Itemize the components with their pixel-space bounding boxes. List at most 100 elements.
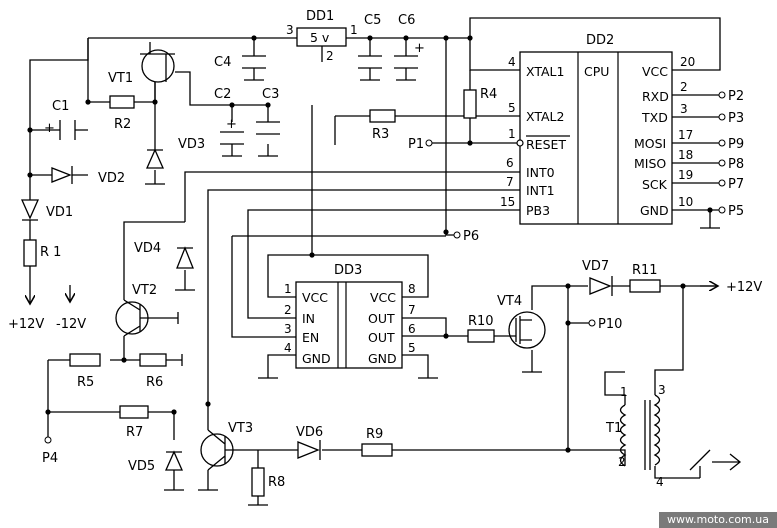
c1-polarity: + xyxy=(44,121,55,136)
dd3-pin-vcc-left: VCC xyxy=(302,290,328,305)
vt1-label: VT1 xyxy=(108,71,133,86)
supply-plus12-right: +12V xyxy=(726,280,762,295)
vd4-body xyxy=(176,246,194,269)
dd2-pinnum-5: 5 xyxy=(508,101,516,115)
dd1-pin-3: 3 xyxy=(286,23,294,37)
vd1-body xyxy=(20,199,40,221)
vd3-body xyxy=(145,148,165,169)
dd3-pinnum-7: 7 xyxy=(408,303,416,317)
vd2-label: VD2 xyxy=(98,171,125,186)
vt1-transistor: VT1 xyxy=(108,42,175,86)
dd2-pinnum-1: 1 xyxy=(508,127,516,141)
vd1-label: VD1 xyxy=(46,205,73,220)
dd3-driver: DD3 VCC IN EN GND 1 2 3 4 VCC OUT OUT GN… xyxy=(280,263,418,369)
port-p6: P6 xyxy=(463,229,479,244)
dd3-pin-gnd-left: GND xyxy=(302,351,331,366)
port-p9: P9 xyxy=(728,137,744,152)
vd3-label: VD3 xyxy=(178,137,205,152)
dd2-pinnum-20: 20 xyxy=(680,55,695,69)
r6-body xyxy=(139,353,167,367)
dd3-label: DD3 xyxy=(334,263,362,278)
t1-pin-3: 3 xyxy=(658,383,666,397)
c5-label: C5 xyxy=(364,13,381,28)
ports: P1 P2 P3 P4 P5 P6 P7 P8 P9 P10 xyxy=(42,89,744,466)
c3-label: C3 xyxy=(262,87,279,102)
r4-label: R4 xyxy=(480,87,497,102)
dd3-pinnum-2: 2 xyxy=(284,303,292,317)
port-p2: P2 xyxy=(728,89,744,104)
dd2-pinnum-3: 3 xyxy=(680,102,688,116)
c6-polarity: + xyxy=(414,41,425,56)
r8-label: R8 xyxy=(268,475,285,490)
vd5-body xyxy=(164,450,184,471)
dd3-pinnum-5: 5 xyxy=(408,341,416,355)
r1-body xyxy=(23,239,37,267)
dd1-pin-1: 1 xyxy=(350,23,358,37)
diodes: VD1 VD2 VD3 VD4 VD5 VD6 VD7 xyxy=(20,137,613,474)
c2-polarity: + xyxy=(226,117,237,132)
r3-label: R3 xyxy=(372,127,389,142)
c1-label: C1 xyxy=(52,99,69,114)
c4-body xyxy=(242,55,266,69)
dd2-microcontroller: DD2 CPU XTAL1 XTAL2 RESET INT0 INT1 PB3 … xyxy=(500,33,695,225)
ground-symbols xyxy=(145,79,720,506)
vt2-label: VT2 xyxy=(132,283,157,298)
dd2-pin-gnd: GND xyxy=(640,203,669,218)
r8-body xyxy=(251,467,265,497)
r1-label: R 1 xyxy=(40,245,61,260)
dd3-pin-out-6: OUT xyxy=(368,330,395,345)
r9-label: R9 xyxy=(366,427,383,442)
port-p10: P10 xyxy=(598,317,622,332)
port-p8: P8 xyxy=(728,157,744,172)
port-p5: P5 xyxy=(728,204,744,219)
c2-label: C2 xyxy=(214,87,231,102)
c6-label: C6 xyxy=(398,13,415,28)
port-p7: P7 xyxy=(728,177,744,192)
dd3-pin-out-7: OUT xyxy=(368,311,395,326)
dd3-pinnum-3: 3 xyxy=(284,322,292,336)
t1-pin-1: 1 xyxy=(620,385,628,399)
dd2-pin-vcc: VCC xyxy=(642,64,668,79)
vt4-label: VT4 xyxy=(497,294,522,309)
t1-pin-2: 2 xyxy=(618,455,626,469)
watermark: www.moto.com.ua xyxy=(659,512,777,528)
dd2-pin-txd: TXD xyxy=(641,110,668,125)
c4-label: C4 xyxy=(214,55,231,70)
vt2-transistor: VT2 xyxy=(115,283,157,337)
r5-label: R5 xyxy=(77,375,94,390)
r10-body xyxy=(467,329,495,343)
dd2-core-label: CPU xyxy=(584,64,609,79)
dd3-pinnum-1: 1 xyxy=(284,282,292,296)
dd2-pinnum-6: 6 xyxy=(506,156,514,170)
resistors: R2 R 1 R3 R4 R5 R6 R7 R8 R9 R10 R11 xyxy=(23,87,661,497)
dd2-pin-pb3: PB3 xyxy=(526,203,550,218)
dd2-pin-reset: RESET xyxy=(526,137,566,152)
dd2-pin-int1: INT1 xyxy=(526,183,555,198)
vt3-transistor: VT3 xyxy=(200,421,253,471)
r6-label: R6 xyxy=(146,375,163,390)
t1-pin-4: 4 xyxy=(656,475,664,489)
r11-label: R11 xyxy=(632,263,658,278)
capacitors: C1 + C4 C5 C6 + C2 + C3 xyxy=(44,13,425,145)
t1-label: T1 xyxy=(605,421,622,436)
c1-body xyxy=(59,120,76,140)
dd2-pin-sck: SCK xyxy=(642,177,668,192)
dd2-pin-miso: MISO xyxy=(634,156,666,171)
vt3-label: VT3 xyxy=(228,421,253,436)
dd2-pinnum-18: 18 xyxy=(678,148,693,162)
dd2-pin-mosi: MOSI xyxy=(634,136,666,151)
dd2-pinnum-17: 17 xyxy=(678,128,693,142)
r7-body xyxy=(119,405,149,419)
dd3-pin-en: EN xyxy=(302,330,319,345)
dd2-pin-int0: INT0 xyxy=(526,165,555,180)
dd2-pinnum-4: 4 xyxy=(508,55,516,69)
r3-body xyxy=(369,109,396,123)
dd1-label: DD1 xyxy=(306,9,334,24)
c2-body xyxy=(220,131,244,145)
c6-body xyxy=(394,55,418,69)
supplies: +12V -12V +12V xyxy=(8,280,762,332)
vd7-label: VD7 xyxy=(582,259,609,274)
dd3-pinnum-8: 8 xyxy=(408,282,416,296)
dd1-regulator: DD1 5 v 3 1 2 xyxy=(286,9,358,63)
vd2-body xyxy=(51,166,73,184)
